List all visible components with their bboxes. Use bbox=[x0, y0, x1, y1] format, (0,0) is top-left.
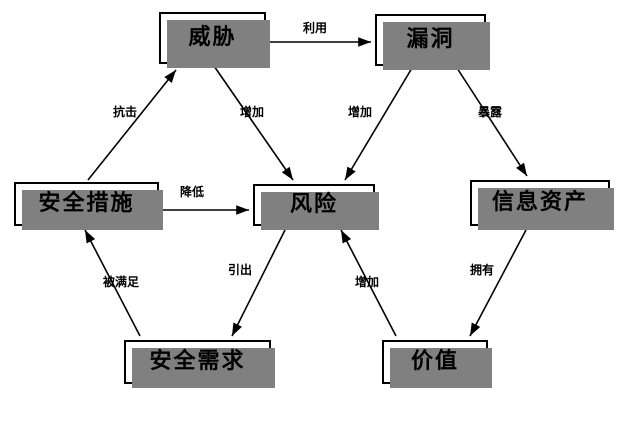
node-risk-label: 风险 bbox=[289, 192, 338, 217]
edge-requirement-satisfies-measure bbox=[84, 229, 141, 337]
edge-label-derive: 引出 bbox=[228, 263, 253, 277]
node-information-asset-label: 信息资产 bbox=[491, 190, 588, 215]
node-risk[interactable]: 风险 bbox=[253, 184, 379, 230]
node-security-requirement-label: 安全需求 bbox=[149, 349, 246, 374]
edge-vulnerability-increases-risk bbox=[344, 67, 413, 181]
node-security-requirement[interactable]: 安全需求 bbox=[124, 340, 275, 388]
edge-asset-owns-value bbox=[469, 229, 527, 337]
edge-label-increase-threat-risk: 增加 bbox=[240, 105, 265, 119]
node-threat[interactable]: 威胁 bbox=[159, 12, 270, 68]
edge-threat-increases-risk bbox=[213, 65, 294, 181]
edge-value-increases-risk bbox=[340, 229, 397, 337]
edge-measure-counters-threat bbox=[87, 69, 177, 181]
edge-risk-derives-requirement bbox=[231, 229, 286, 337]
node-value[interactable]: 价值 bbox=[382, 340, 492, 388]
node-value-label: 价值 bbox=[410, 349, 459, 374]
edge-label-exploit: 利用 bbox=[303, 21, 328, 35]
node-vulnerability-label: 漏洞 bbox=[406, 27, 455, 52]
edge-vulnerability-exposes-asset bbox=[456, 67, 528, 177]
node-security-measure-label: 安全措施 bbox=[38, 191, 135, 216]
edge-label-increase-value-risk: 增加 bbox=[355, 275, 380, 289]
edge-label-own: 拥有 bbox=[470, 263, 495, 277]
edge-label-increase-vulnerability-risk: 增加 bbox=[348, 105, 373, 119]
node-security-measure[interactable]: 安全措施 bbox=[14, 182, 163, 230]
edge-label-expose: 暴露 bbox=[478, 105, 503, 119]
edge-label-counter: 抗击 bbox=[113, 105, 138, 119]
node-vulnerability[interactable]: 漏洞 bbox=[375, 14, 490, 70]
edge-label-reduce: 降低 bbox=[180, 185, 205, 199]
edge-label-satisfied: 被满足 bbox=[103, 275, 140, 289]
node-threat-label: 威胁 bbox=[188, 25, 237, 50]
node-information-asset[interactable]: 信息资产 bbox=[470, 180, 614, 230]
